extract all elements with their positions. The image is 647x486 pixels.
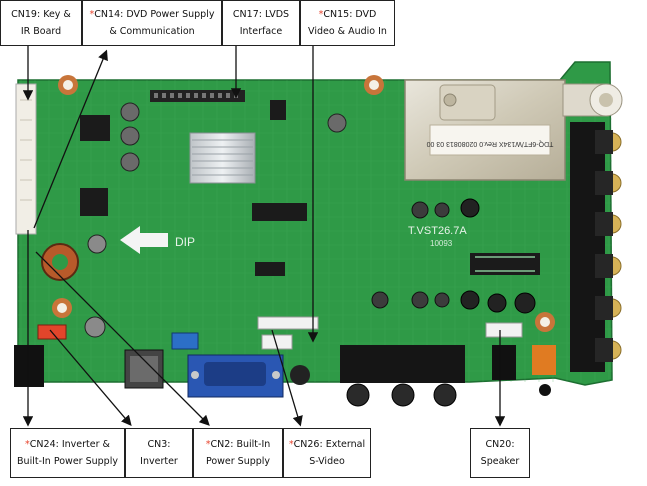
cn19-connector [15, 83, 37, 235]
label-cn20: CN20: Speaker [470, 428, 530, 478]
dip-arrow [120, 226, 168, 254]
cn20-connector [485, 322, 556, 396]
cn24-connector [37, 324, 67, 340]
label-cn26: *CN26: External S-Video [283, 428, 371, 478]
capacitors [84, 102, 536, 338]
rca-jacks-right [570, 122, 622, 372]
board-model-text: T.VST26.7A [408, 225, 467, 237]
tuner-sticker-text: TDQ-6FT/W134X Rev.0 02080813 03 00 [427, 140, 554, 147]
cn2-connector [171, 332, 199, 350]
label-cn17: CN17: LVDS Interface [222, 0, 300, 46]
black-power-jack [14, 345, 44, 387]
inductor-coil [41, 243, 79, 281]
cn3-connector [124, 349, 164, 389]
bottom-rca-jacks [340, 345, 465, 407]
heatsink [189, 132, 256, 184]
label-cn15: *CN15: DVD Video & Audio In [300, 0, 395, 46]
label-cn2: *CN2: Built-In Power Supply [193, 428, 283, 478]
vga-connector [187, 354, 284, 398]
label-cn24: *CN24: Inverter & Built-In Power Supply [10, 428, 125, 478]
board-sub-text: 10093 [430, 239, 453, 248]
dip-label: DIP [175, 235, 195, 249]
tuner-module: TDQ-6FT/W134X Rev.0 02080813 03 00 [404, 79, 566, 181]
rf-connector [562, 83, 623, 117]
label-cn19: CN19: Key & IR Board [0, 0, 82, 46]
label-cn3: CN3: Inverter [125, 428, 193, 478]
label-cn14: *CN14: DVD Power Supply & Communication [82, 0, 222, 46]
